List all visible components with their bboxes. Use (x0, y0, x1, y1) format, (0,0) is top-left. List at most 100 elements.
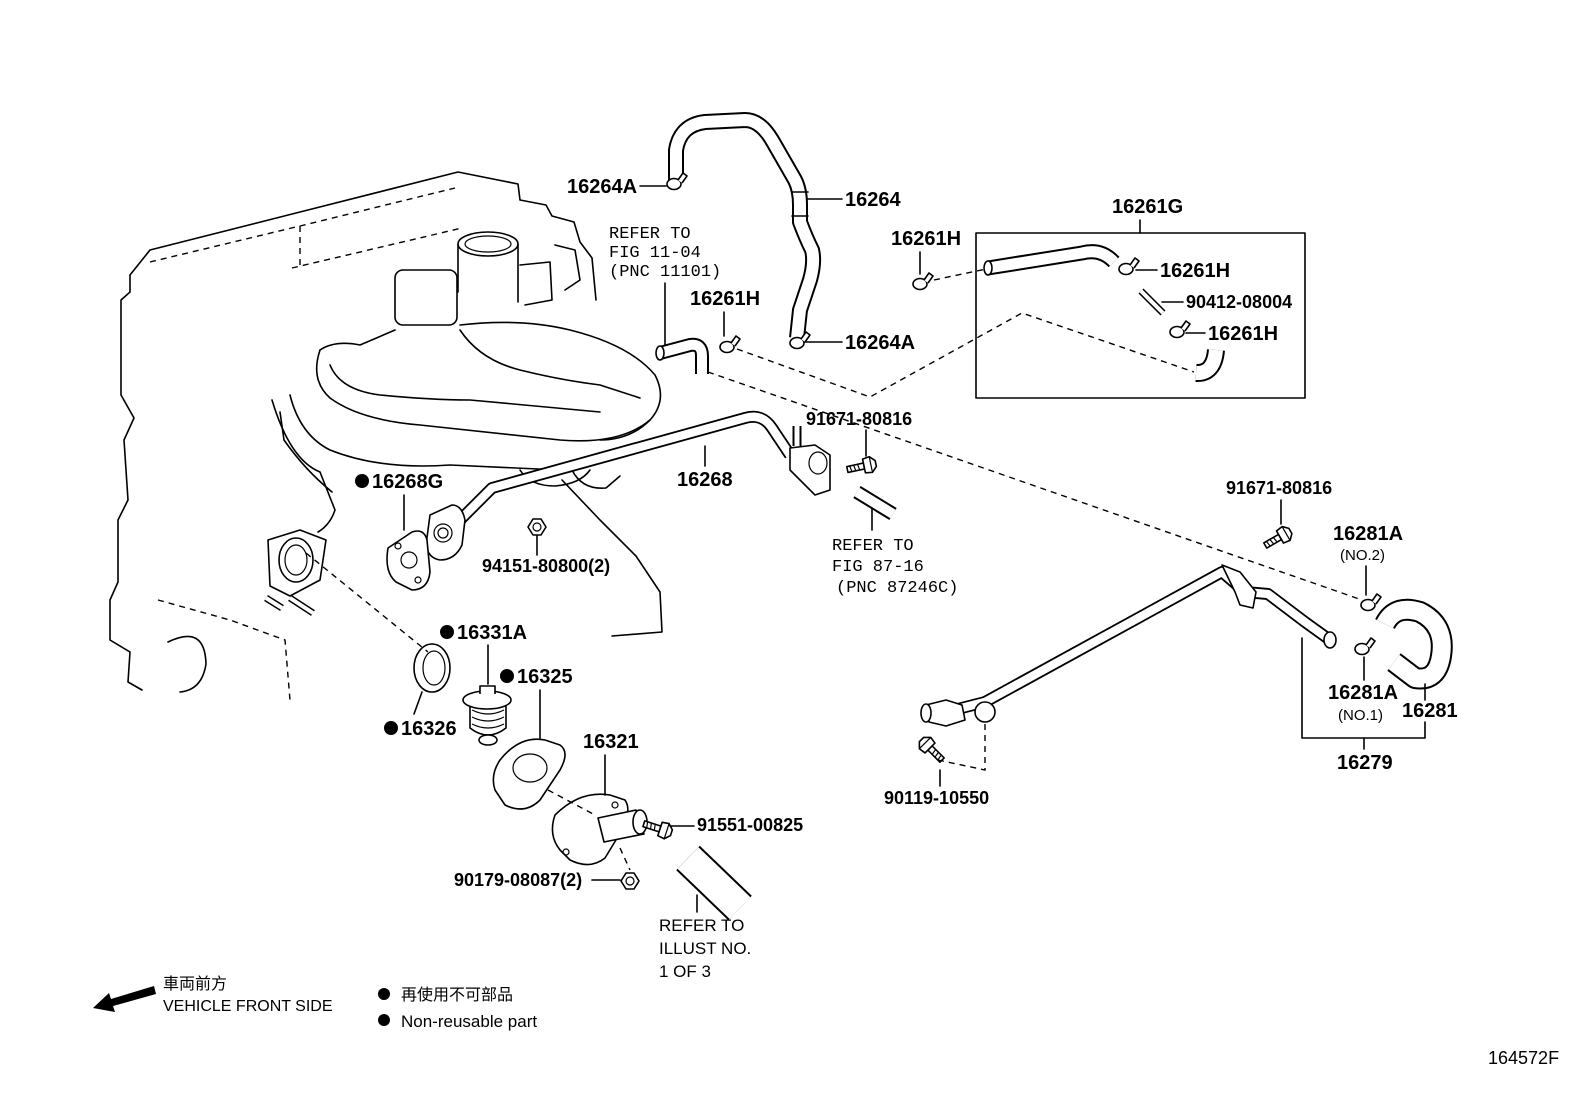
non-reusable-marker (378, 988, 390, 1000)
pipe-16268-flange (425, 504, 466, 561)
gasket-16325 (492, 738, 566, 810)
refer-line: 1 OF 3 (659, 962, 711, 981)
throttle-body-brackets (519, 244, 581, 306)
nut-90179-08087 (620, 872, 640, 890)
non-reusable-marker (355, 474, 369, 488)
label-90412-08004: 90412-08004 (1186, 292, 1292, 312)
refer-line: REFER TO (609, 225, 691, 244)
engine-left-edge (109, 274, 143, 691)
label-91671-80816-left: 91671-80816 (806, 409, 912, 429)
label-16268: 16268 (677, 469, 733, 491)
crank-pulley-arc (167, 635, 207, 693)
label-16326: 16326 (401, 718, 457, 740)
throttle-body (394, 231, 581, 326)
non-reusable-marker (384, 721, 398, 735)
refer-note-fig-11-04: REFER TO FIG 11-04 (PNC 11101) (609, 225, 721, 282)
non-reusable-marker (440, 625, 454, 639)
legend-non-reusable: 再使用不可部品 Non-reusable part (378, 986, 537, 1031)
refer-line: (PNC 87246C) (836, 579, 958, 598)
pipe-16279 (920, 564, 1337, 727)
label-16281A-no1: 16281A (1328, 682, 1398, 704)
label-16261H-box-top: 16261H (1160, 260, 1230, 282)
refer-line: REFER TO (832, 537, 914, 556)
pipe-16279-flange (974, 701, 996, 723)
vehicle-front-jp: 車両前方 (163, 975, 227, 993)
label-16281A-no1-sub: (NO.1) (1338, 707, 1383, 724)
clamp-16281A-no1 (1354, 637, 1376, 656)
label-16325: 16325 (517, 666, 573, 688)
hose-16264-marks (791, 191, 809, 217)
label-16321: 16321 (583, 731, 639, 753)
engine-lower-hidden-edge (157, 599, 291, 701)
manifold-plenum (319, 321, 662, 441)
refer-note-illust: REFER TO ILLUST NO. 1 OF 3 (659, 916, 751, 981)
refer-note-fig-87-16: REFER TO FIG 87-16 (PNC 87246C) (832, 537, 958, 598)
label-16264A-bottom: 16264A (845, 332, 915, 354)
thermostat-seat-opening (278, 537, 314, 583)
leader-lines (403, 185, 1426, 913)
clamp-16281A-no2 (1360, 593, 1382, 612)
gasket-16268G (386, 530, 431, 591)
label-16331A: 16331A (457, 622, 527, 644)
refer-line: REFER TO (659, 916, 744, 935)
intake-manifold (289, 321, 662, 489)
hose-16261-upper (983, 244, 1120, 276)
pipe-16268 (425, 410, 831, 561)
clamp-16261H-box-top (1118, 257, 1140, 276)
hose-16281 (1375, 598, 1453, 690)
manifold-runner-2 (289, 394, 601, 471)
bolt-91671-80816-left (844, 454, 879, 479)
pipe-16268-fitting (789, 444, 831, 496)
label-16264: 16264 (845, 189, 901, 211)
bolt-91671-80816-right (1260, 523, 1296, 554)
clamp-16261H-box-bottom (1169, 320, 1191, 339)
non-reusable-marker (500, 669, 514, 683)
label-16281A-no2: 16281A (1333, 523, 1403, 545)
hose-refer-illust (676, 845, 752, 921)
throttle-actuator-box (394, 269, 458, 326)
engine-block-outline (109, 171, 663, 701)
label-16261H-left: 16261H (891, 228, 961, 250)
label-16281: 16281 (1402, 700, 1458, 722)
label-90119-10550: 90119-10550 (884, 788, 989, 808)
label-16261H-box-bottom: 16261H (1208, 323, 1278, 345)
refer-line: FIG 11-04 (609, 244, 701, 263)
label-91671-80816-right: 91671-80816 (1226, 478, 1332, 498)
nut-94151-80800 (527, 518, 547, 536)
legend-vehicle-front: 車両前方 VEHICLE FRONT SIDE (93, 975, 333, 1015)
figure-code: 164572F (1488, 1048, 1559, 1068)
hose-16261-lower (1195, 348, 1225, 382)
valve-cover-hidden-edge (149, 187, 463, 270)
clamp-16261H-mid (719, 335, 741, 354)
non-reusable-en: Non-reusable part (401, 1012, 537, 1031)
thermostat-seat-opening-inner (284, 544, 308, 576)
label-16279: 16279 (1337, 752, 1393, 774)
thermostat-seat (264, 529, 327, 616)
throttle-bore-inner (464, 235, 512, 253)
refer-line: ILLUST NO. (659, 939, 751, 958)
pipe-16279-bracket (1221, 564, 1257, 609)
clamp-16261H-left (912, 272, 934, 291)
pipe-16279-fitting (925, 699, 966, 727)
non-reusable-marker (378, 1014, 390, 1026)
label-16264A-top: 16264A (567, 176, 637, 198)
bolt-90412-08004 (1138, 288, 1166, 316)
label-16261H-mid: 16261H (690, 288, 760, 310)
hose-fig-87-16 (853, 486, 897, 520)
label-16261G: 16261G (1112, 196, 1183, 218)
label-91551-00825: 91551-00825 (697, 815, 803, 835)
refer-line: FIG 87-16 (832, 558, 924, 577)
label-16281A-no2-sub: (NO.2) (1340, 547, 1385, 564)
vehicle-front-en: VEHICLE FRONT SIDE (163, 998, 333, 1015)
non-reusable-jp: 再使用不可部品 (401, 986, 513, 1004)
throttle-body-sides (457, 243, 519, 303)
hose-16264 (668, 112, 822, 339)
manifold-runner-3 (329, 329, 641, 413)
connector-tube-fig-11-04 (655, 337, 709, 374)
arrow-left-icon (93, 986, 156, 1012)
engine-right-lower-edge (561, 479, 663, 637)
refer-line: (PNC 11101) (609, 263, 721, 282)
manifold-runner-1 (315, 349, 651, 442)
ring-16326 (413, 643, 451, 693)
